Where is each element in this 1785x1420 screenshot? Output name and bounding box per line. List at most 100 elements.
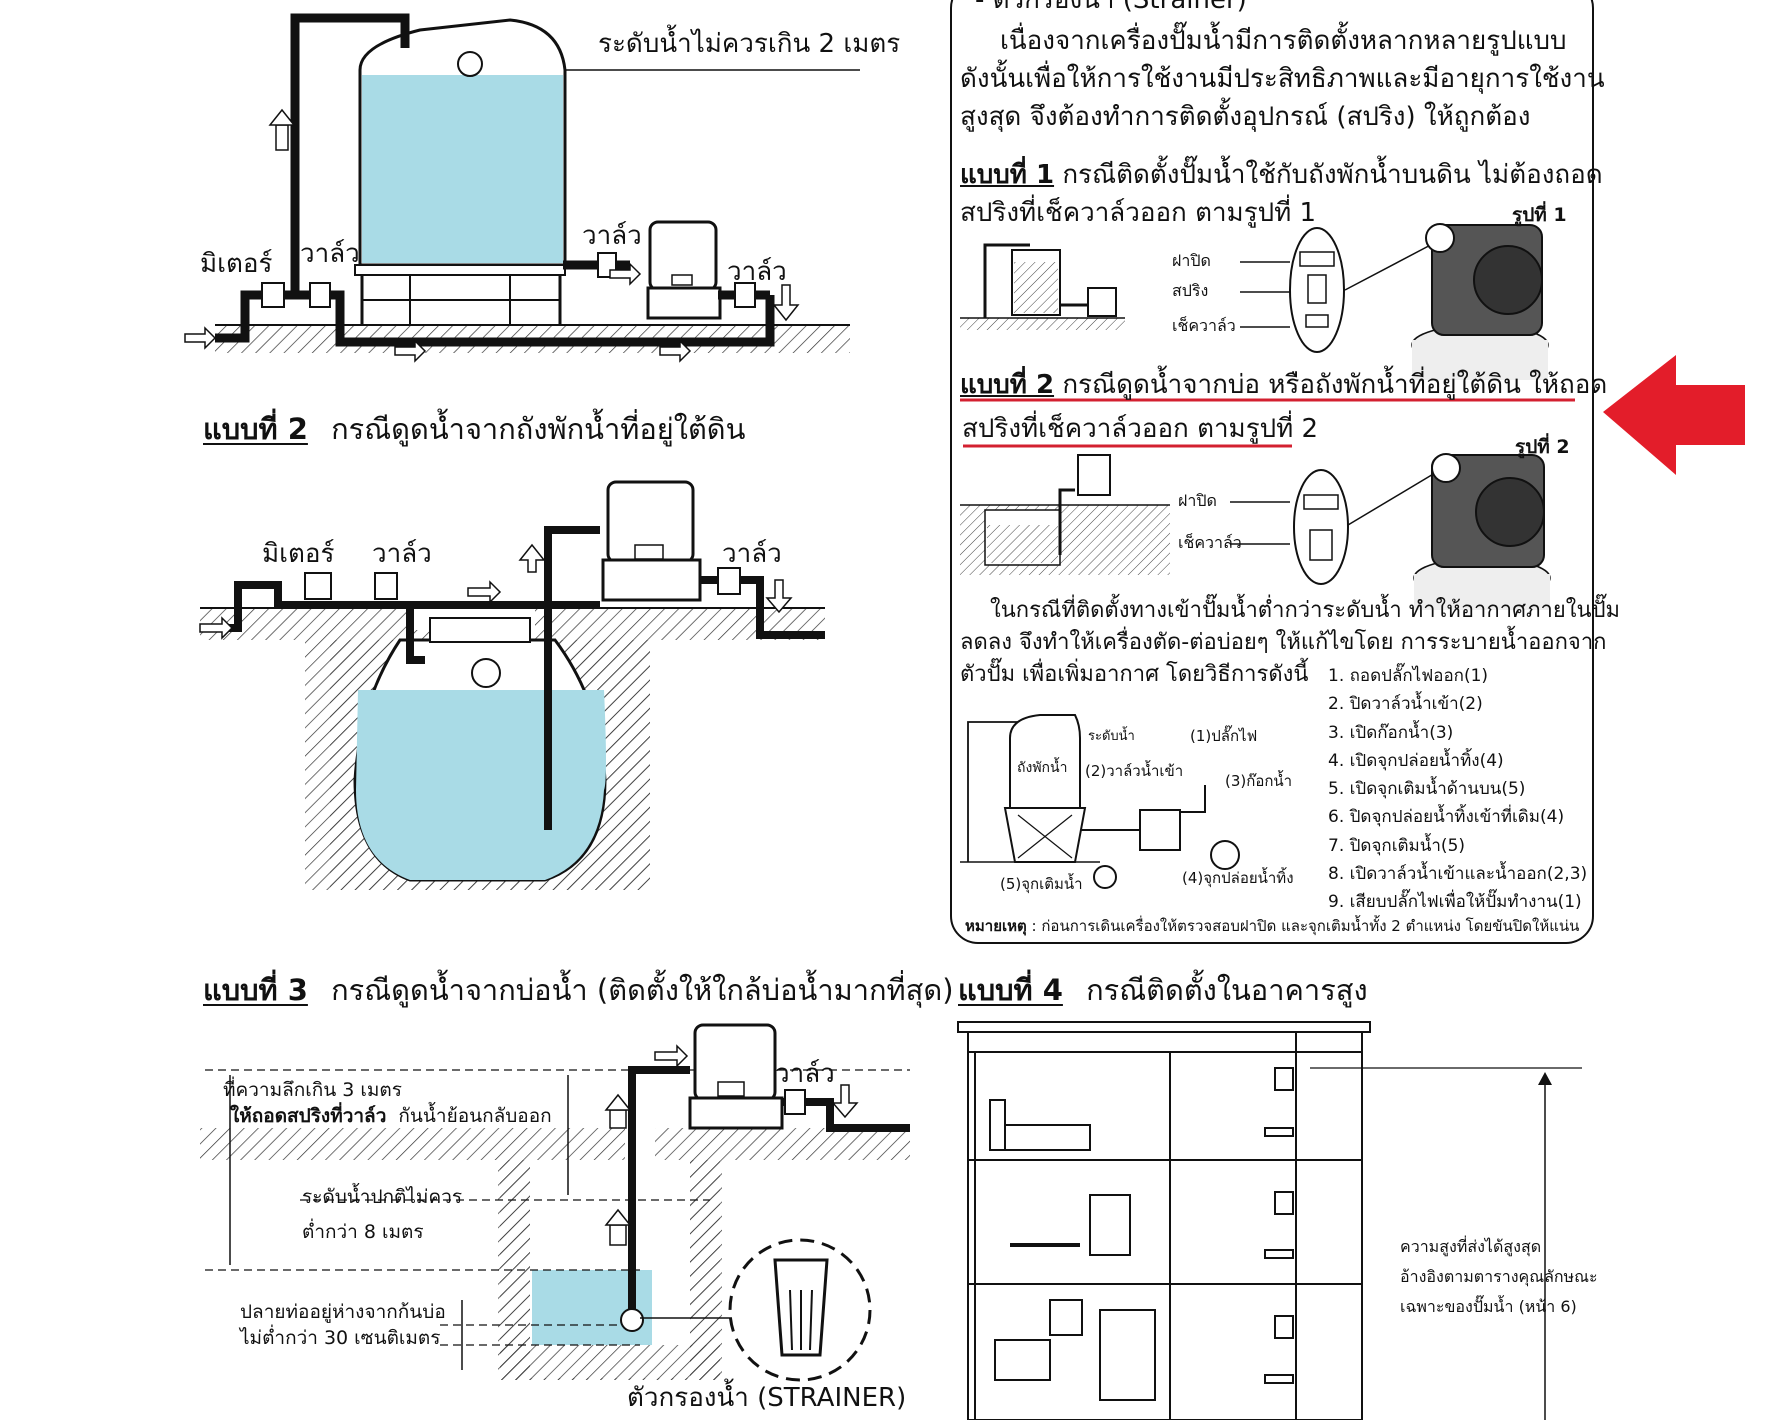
strainer-label: ตัวกรองน้ำ (STRAINER) — [627, 1383, 907, 1413]
backflow-text: กันน้ำย้อนกลับออก — [398, 1105, 552, 1127]
case2-left-title: แบบที่ 2 — [203, 412, 308, 446]
valve-label: วาล์ว — [775, 1059, 835, 1089]
valve-icon — [309, 282, 331, 308]
case2-right-title: แบบที่ 2 — [960, 370, 1055, 400]
height-note-3: เฉพาะของปั๊มน้ำ (หน้า 6) — [1400, 1297, 1577, 1316]
case2-left-desc: กรณีดูดน้ำจากถังพักน้ำที่อยู่ใต้ดิน — [331, 412, 746, 446]
priming-step: 1. ถอดปลั๊กไฟออก(1) — [1328, 666, 1489, 686]
pipe-end-note-1: ปลายท่ออยู่ห่างจากก้นบ่อ — [240, 1301, 446, 1323]
diagram-label-tank: ถังพักน้ำ — [1017, 760, 1068, 776]
priming-step: 4. เปิดจุกปล่อยน้ำทิ้ง(4) — [1328, 750, 1504, 771]
up-arrow-icon — [518, 543, 546, 573]
fig1-part-checkvalve: เช็ควาล์ว — [1172, 316, 1236, 335]
float-ball — [471, 658, 501, 688]
case4-heading: แบบที่ 4 กรณีติดตั้งในอาคารสูง — [958, 973, 1368, 1007]
case1-line-1: แบบที่ 1 กรณีติดตั้งปั๊มน้ำใช้กับถังพักน… — [960, 156, 1603, 194]
water-level-note-1: ระดับน้ำปกติไม่ควร — [302, 1186, 463, 1208]
priming-step: 9. เสียบปลั๊กไฟเพื่อให้ปั๊มทำงาน(1) — [1328, 892, 1582, 913]
meter-icon — [304, 572, 332, 600]
right-arrow-icon — [609, 262, 642, 286]
down-arrow-icon — [831, 1084, 859, 1119]
diagram-building — [957, 1021, 1582, 1420]
valve-icon — [374, 572, 398, 600]
up-arrow-icon — [275, 124, 289, 151]
info-panel-border — [950, 0, 1594, 944]
diagram-overhead-tank — [184, 13, 860, 363]
case1-title: แบบที่ 1 — [960, 160, 1055, 190]
intro-line-3: สูงสุด จึงต้องทำการติดตั้งอุปกรณ์ (สปริง… — [960, 102, 1531, 132]
intro-line-1: เนื่องจากเครื่องปั๊มน้ำมีการติดตั้งหลากห… — [1000, 26, 1567, 56]
priming-step: 3. เปิดก๊อกน้ำ(3) — [1328, 722, 1454, 743]
diagram-label-drain-plug: (4)จุกปล่อยน้ำทิ้ง — [1182, 869, 1294, 887]
right-arrow-icon — [199, 616, 234, 640]
red-arrow-left-icon — [1603, 355, 1745, 475]
fig1-part-spring: สปริง — [1172, 281, 1209, 300]
valve-label: วาล์ว — [372, 539, 432, 569]
valve-icon — [734, 282, 756, 308]
valve-label: วาล์ว — [300, 239, 360, 269]
priming-line-3: ตัวปั๊ม เพื่อเพิ่มอากาศ โดยวิธีการดังนี้ — [960, 662, 1309, 687]
water-level-note-2: ต่ำกว่า 8 เมตร — [302, 1221, 424, 1243]
case3-title: แบบที่ 3 — [203, 973, 308, 1007]
intro-line-2: ดังนั้นเพื่อให้การใช้งานมีประสิทธิภาพและ… — [960, 64, 1605, 94]
valve-icon — [717, 567, 741, 595]
down-arrow-icon — [765, 579, 793, 614]
priming-line-1: ในกรณีที่ติดตั้งทางเข้าปั๊มน้ำต่ำกว่าระด… — [990, 598, 1621, 623]
depth-note: ที่ความลึกเกิน 3 เมตร — [223, 1079, 402, 1101]
priming-line-2: ลดลง จึงทำให้เครื่องตัด-ต่อบ่อยๆ ให้แก้ไ… — [960, 630, 1607, 655]
valve-label: วาล์ว — [727, 257, 787, 287]
fig1-part-cap: ฝาปิด — [1172, 251, 1211, 270]
pipe-end-note-2: ไม่ต่ำกว่า 30 เซนติเมตร — [240, 1327, 441, 1349]
diagram-label-level: ระดับน้ำ — [1088, 729, 1135, 744]
diagram-label-faucet: (3)ก๊อกน้ำ — [1225, 772, 1293, 790]
fig2-diagram — [960, 453, 1551, 610]
priming-step: 6. ปิดจุกปล่อยน้ำทิ้งเข้าที่เดิม(4) — [1328, 807, 1565, 828]
fig1-label: รูปที่ 1 — [1512, 204, 1567, 226]
note-text: : ก่อนการเดินเครื่องให้ตรวจสอบฝาปิด และจ… — [1031, 917, 1580, 935]
level-label: ระดับน้ำไม่ควรเกิน 2 เมตร — [598, 29, 901, 59]
case3-desc: กรณีดูดน้ำจากบ่อน้ำ (ติดตั้งให้ใกล้บ่อน้… — [331, 973, 954, 1007]
height-note-1: ความสูงที่ส่งได้สูงสุด — [1400, 1237, 1542, 1256]
priming-step: 7. ปิดจุกเติมน้ำ(5) — [1328, 835, 1466, 856]
strainer-header: - ตัวกรองน้ำ (Strainer) — [975, 0, 1247, 15]
valve-label: วาล์ว — [722, 539, 782, 569]
meter-label: มิเตอร์ — [200, 249, 273, 279]
case2-right-line-2: สปริงที่เช็ควาล์วออก ตามรูปที่ 2 — [962, 414, 1319, 444]
note: หมายเหตุ : ก่อนการเดินเครื่องให้ตรวจสอบฝ… — [965, 917, 1580, 935]
down-arrow-icon — [772, 284, 800, 322]
case1-text: กรณีติดตั้งปั๊มน้ำใช้กับถังพักน้ำบนดิน ไ… — [1062, 160, 1603, 190]
tank-water — [356, 690, 606, 880]
note-label: หมายเหตุ — [965, 917, 1027, 935]
fig2-part-cap: ฝาปิด — [1178, 491, 1217, 510]
remove-spring-text: ให้ถอดสปริงที่วาล์ว — [230, 1105, 387, 1127]
fig2-label: รูปที่ 2 — [1515, 436, 1570, 458]
priming-step: 2. ปิดวาล์วน้ำเข้า(2) — [1328, 694, 1483, 715]
case2-left-heading: แบบที่ 2 กรณีดูดน้ำจากถังพักน้ำที่อยู่ใต… — [203, 412, 746, 446]
case1-line-2: สปริงที่เช็ควาล์วออก ตามรูปที่ 1 — [960, 198, 1317, 228]
case2-right-line-1: แบบที่ 2 กรณีดูดน้ำจากบ่อ หรือถังพักน้ำท… — [960, 366, 1607, 404]
priming-steps: 1. ถอดปลั๊กไฟออก(1) 2. ปิดวาล์วน้ำเข้า(2… — [1328, 662, 1587, 917]
priming-step: 5. เปิดจุกเติมน้ำด้านบน(5) — [1328, 779, 1526, 800]
diagram-label-plug: (1)ปลั๊กไฟ — [1190, 727, 1258, 745]
meter-label: มิเตอร์ — [262, 539, 335, 569]
diagram-label-inlet-valve: (2)วาล์วน้ำเข้า — [1085, 762, 1184, 780]
height-note-2: อ้างอิงตามตารางคุณลักษณะ — [1400, 1267, 1598, 1286]
fig1-diagram — [960, 223, 1549, 380]
right-arrow-icon — [184, 326, 217, 350]
priming-diagram — [960, 714, 1240, 889]
priming-step: 8. เปิดวาล์วน้ำเข้าและน้ำออก(2,3) — [1328, 864, 1588, 885]
case2-right-text: กรณีดูดน้ำจากบ่อ หรือถังพักน้ำที่อยู่ใต้… — [1062, 370, 1608, 400]
meter-icon — [261, 282, 285, 308]
valve-icon — [784, 1089, 806, 1115]
diagram-underground-tank — [199, 480, 825, 890]
case3-heading: แบบที่ 3 กรณีดูดน้ำจากบ่อน้ำ (ติดตั้งให้… — [203, 973, 954, 1007]
tank-water — [362, 75, 563, 263]
remove-spring-note: ให้ถอดสปริงที่วาล์ว กันน้ำย้อนกลับออก — [230, 1105, 552, 1128]
diagram-well — [200, 1023, 910, 1382]
float-ball — [457, 51, 483, 77]
case4-desc: กรณีติดตั้งในอาคารสูง — [1086, 973, 1368, 1007]
up-arrow-icon — [609, 1224, 627, 1246]
diagram-label-fill-plug: (5)จุกเติมน้ำ — [1000, 875, 1083, 893]
